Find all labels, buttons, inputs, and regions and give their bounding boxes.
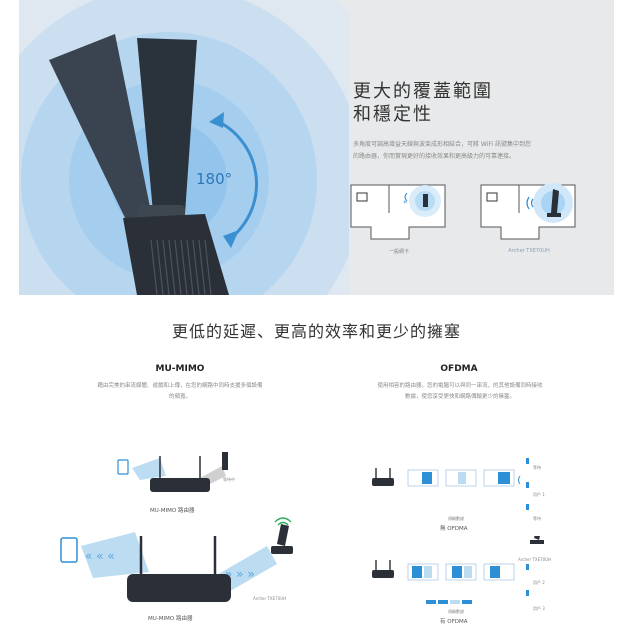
floorplan-archer-adapter [480,183,576,240]
antenna-illustration [19,0,349,295]
hero-description: 多角度可調高增益天線與波束成形相結合，可將 WiFi 訊號集中到您 的路由器，你… [353,139,585,163]
coverage-hero: 180° 更大的覆蓋範圍 和穩定性 多角度可調高增益天線與波束成形相結合，可將 … [19,0,614,295]
hero-desc-line2: 的路由器，你而實現更好的接收效果和更高級力的可靠連接。 [353,153,516,160]
ofdma-desc-line1: 使用相容的路由器，您的電腦可以與同一串流，的其他設備同時接收 [377,383,543,389]
ofdma-client3-label: 用戶 3 [533,606,545,611]
svg-text:«: « [403,198,407,206]
ofdma-with-caption: 有 OFDMA [440,619,468,625]
ofdma-description: 使用相容的路由器，您的電腦可以與同一串流，的其他設備同時接收 數據，使您享受更快… [330,381,590,403]
section-title: 更低的延遲、更高的效率和更少的擁塞 [171,322,461,341]
hero-title-line2: 和穩定性 [353,104,433,125]
ofdma-without-diagram [372,458,529,510]
mumimo-title: MU-MIMO [155,364,205,374]
rotation-angle-label: 180° [196,170,233,188]
floorplan-left-caption: 一般網卡 [388,249,409,255]
hero-title-line1: 更大的覆蓋範圍 [353,81,493,102]
hero-title: 更大的覆蓋範圍 和穩定性 [353,80,493,126]
ofdma-desc-line2: 數據，使您享受更快和網路傳輸更少的擁塞。 [404,394,515,400]
ofdma-client2-label: 用戶 2 [533,580,545,585]
mumimo-small-diagram [117,452,228,492]
mumimo-small-router-label: MU-MIMO 路由器 [150,508,195,514]
svg-text:» » »: » » » [225,567,255,581]
hero-desc-line1: 多角度可調高增益天線與波束成形相結合，可將 WiFi 訊號集中到您 [353,141,531,148]
svg-text:« « «: « « « [85,549,115,563]
mumimo-description: 藉由完美的串流媒體、遊戲和上傳，在您的網路中同時支援多個設備 的頻寬。 [50,381,310,403]
mumimo-waiting-label: 等待中 [223,477,235,482]
ofdma-bottom-bar-caption: 傳輸數據 [448,609,464,614]
ofdma-with-diagram [372,536,544,604]
mumimo-large-diagram: « « « » » » [60,517,293,602]
mumimo-desc-line2: 的頻寬。 [168,394,191,400]
mumimo-large-router-label: MU-MIMO 路由器 [148,616,193,622]
mumimo-adapter-label: Archer TXE70UH [253,596,287,601]
ofdma-client1-label: 用戶 1 [533,492,545,497]
floorplan-standard-adapter: « [350,184,446,240]
ofdma-top-bar-caption: 傳輸數據 [448,516,464,521]
ofdma-adapter-label: Archer TXE70UH [518,557,552,562]
ofdma-title: OFDMA [440,364,478,374]
mumimo-desc-line1: 藉由完美的串流媒體、遊戲和上傳，在您的網路中同時支援多個設備 [97,383,263,389]
ofdma-wait-label: 等待 [533,465,541,470]
ofdma-client2-top-label: 等待 [533,516,541,521]
floorplan-right-caption: Archer TXE70UH [508,248,550,254]
ofdma-without-caption: 無 OFDMA [440,526,468,532]
